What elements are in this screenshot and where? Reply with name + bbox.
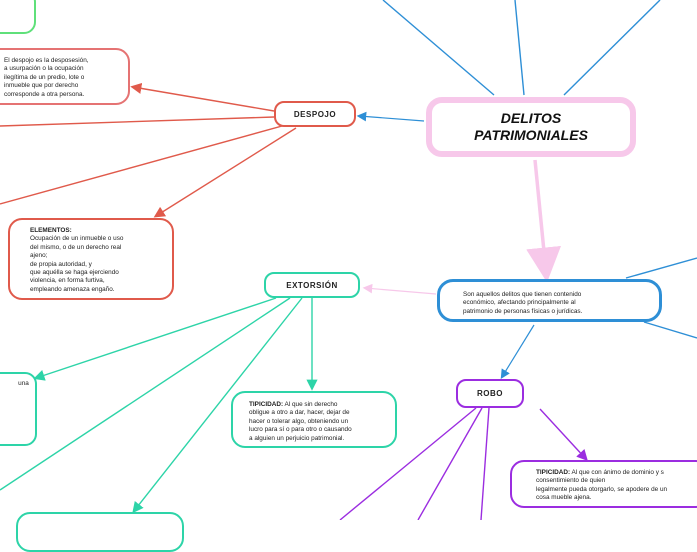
connector-definicion-right-2 — [643, 321, 697, 339]
robo-tipicidad-node[interactable]: TIPICIDAD: Al que con ánimo de dominio y… — [510, 460, 697, 508]
definicion-line: Son aquellos delitos que tienen contenid… — [463, 291, 582, 298]
extorsion-tipicidad-line: hacer o tolerar algo, obteniendo un — [249, 417, 349, 425]
connector-title-definicion — [526, 159, 562, 283]
extorsion-tipicidad-heading: TIPICIDAD: — [249, 401, 284, 408]
central-topic-line1: DELITOS — [500, 110, 562, 126]
partial-node-text: una — [18, 380, 29, 387]
connector-title-top-1 — [382, 0, 495, 96]
robo-tipicidad-line: consentimiento de quien — [536, 477, 606, 485]
extorsion-node[interactable]: EXTORSIÓN — [264, 272, 360, 298]
central-topic-node[interactable]: DELITOS PATRIMONIALES — [426, 97, 636, 157]
robo-tipicidad-heading: TIPICIDAD: — [536, 469, 571, 476]
connector-title-despojo — [356, 111, 425, 122]
elementos-heading: ELEMENTOS: — [30, 227, 72, 234]
despojo-definition-line: a usurpación o la ocupación — [4, 65, 84, 73]
extorsion-tipicidad-line: a alguien un perjuicio patrimonial. — [249, 434, 345, 442]
robo-node[interactable]: ROBO — [456, 379, 524, 408]
connector-extorsion-bottom — [132, 297, 303, 514]
elementos-line: empleando amenaza engaño. — [30, 285, 115, 293]
connector-extorsion-leftbox — [33, 297, 277, 381]
connector-robo-down-1 — [339, 407, 477, 520]
extorsion-tipicidad-line: Al que sin derecho — [283, 401, 338, 408]
elementos-line: Ocupación de un inmueble o uso — [30, 235, 124, 243]
despojo-elementos-node[interactable]: ELEMENTOS: Ocupación de un inmueble o us… — [8, 218, 174, 300]
connector-title-top-2 — [514, 0, 525, 96]
definicion-line: patrimonio de personas físicas o jurídic… — [463, 307, 583, 315]
robo-tipicidad-line: cosa mueble ajena. — [536, 494, 592, 502]
despojo-definition-node[interactable]: El despojo es la desposesión, a usurpaci… — [0, 48, 130, 105]
connector-robo-tipicidad — [539, 408, 588, 462]
connector-despojo-left-1 — [0, 116, 275, 127]
elementos-line: ajeno; — [30, 252, 48, 260]
extorsion-tipicidad-line: obligue a otro a dar, hacer, dejar de — [249, 409, 350, 417]
central-topic-line2: PATRIMONIALES — [474, 127, 588, 143]
elementos-line: que aquélla se haga ejerciendo — [30, 269, 119, 277]
elementos-line: violencia, en forma furtiva, — [30, 277, 105, 285]
despojo-definition-line: inmueble que por derecho — [4, 82, 79, 90]
partial-node-top-left[interactable] — [0, 0, 36, 34]
despojo-definition-line: ilegítima de un predio, lote o — [4, 73, 85, 81]
connector-lines — [0, 0, 697, 520]
connector-definicion-extorsion — [362, 283, 437, 295]
connector-robo-down-2 — [417, 407, 483, 520]
despojo-label: DESPOJO — [293, 109, 337, 119]
connector-despojo-definition — [130, 82, 275, 112]
extorsion-tipicidad-node[interactable]: TIPICIDAD: Al que sin derecho obligue a … — [231, 391, 397, 448]
extorsion-label: EXTORSIÓN — [286, 280, 338, 290]
connector-definicion-robo — [500, 324, 535, 380]
connector-definicion-right-1 — [625, 257, 697, 279]
robo-tipicidad-line: legalmente pueda otorgarlo, se apodere d… — [536, 485, 668, 493]
robo-tipicidad-line: Al que con ánimo de dominio y s — [570, 469, 664, 476]
elementos-line: de propia autoridad, y — [30, 260, 92, 268]
connector-title-top-3 — [563, 0, 661, 96]
connector-despojo-elementos — [153, 127, 297, 218]
robo-label: ROBO — [477, 389, 503, 398]
despojo-node[interactable]: DESPOJO — [274, 101, 356, 127]
connector-extorsion-left-long — [0, 297, 291, 491]
connector-robo-down-3 — [480, 407, 490, 520]
partial-node-extorsion-left[interactable]: una — [0, 372, 37, 446]
partial-node-bottom[interactable] — [16, 512, 184, 552]
despojo-definition-line: corresponde a otra persona. — [4, 90, 85, 98]
definicion-line: económico, afectando principalmente al — [463, 299, 576, 307]
extorsion-tipicidad-line: lucro para sí o para otro o causando — [249, 426, 352, 434]
definicion-node[interactable]: Son aquellos delitos que tienen contenid… — [437, 279, 662, 322]
elementos-line: del mismo, o de un derecho real — [30, 243, 122, 251]
connector-despojo-left-2 — [0, 125, 283, 205]
despojo-definition-line: El despojo es la desposesión, — [4, 57, 89, 64]
